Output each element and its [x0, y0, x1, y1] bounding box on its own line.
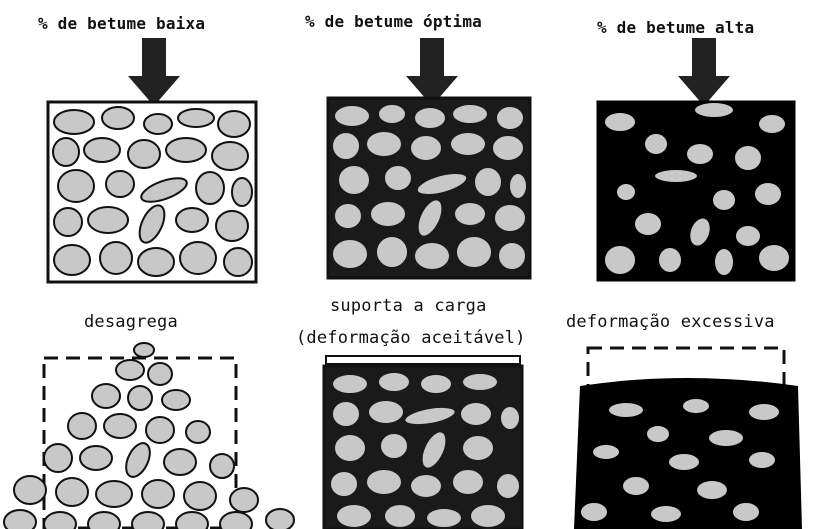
- sample-optimal-bitumen: [326, 96, 532, 280]
- label-optimal-bitumen: % de betume óptima: [305, 12, 482, 31]
- sample-low-bitumen: [46, 100, 258, 284]
- result-high-bitumen: [566, 340, 812, 529]
- label-disaggregates: desagrega: [84, 312, 178, 332]
- label-supports-load: suporta a carga: [330, 296, 487, 316]
- load-arrow-low: [128, 38, 180, 106]
- result-optimal-bitumen: [320, 352, 526, 529]
- label-high-bitumen: % de betume alta: [597, 18, 754, 37]
- load-arrow-high: [678, 38, 730, 106]
- result-low-bitumen: [0, 340, 300, 529]
- label-excessive-deformation: deformação excessiva: [566, 312, 775, 332]
- sample-high-bitumen: [596, 100, 796, 282]
- label-low-bitumen: % de betume baixa: [38, 14, 205, 33]
- label-acceptable-deformation: (deformação aceitável): [296, 328, 526, 348]
